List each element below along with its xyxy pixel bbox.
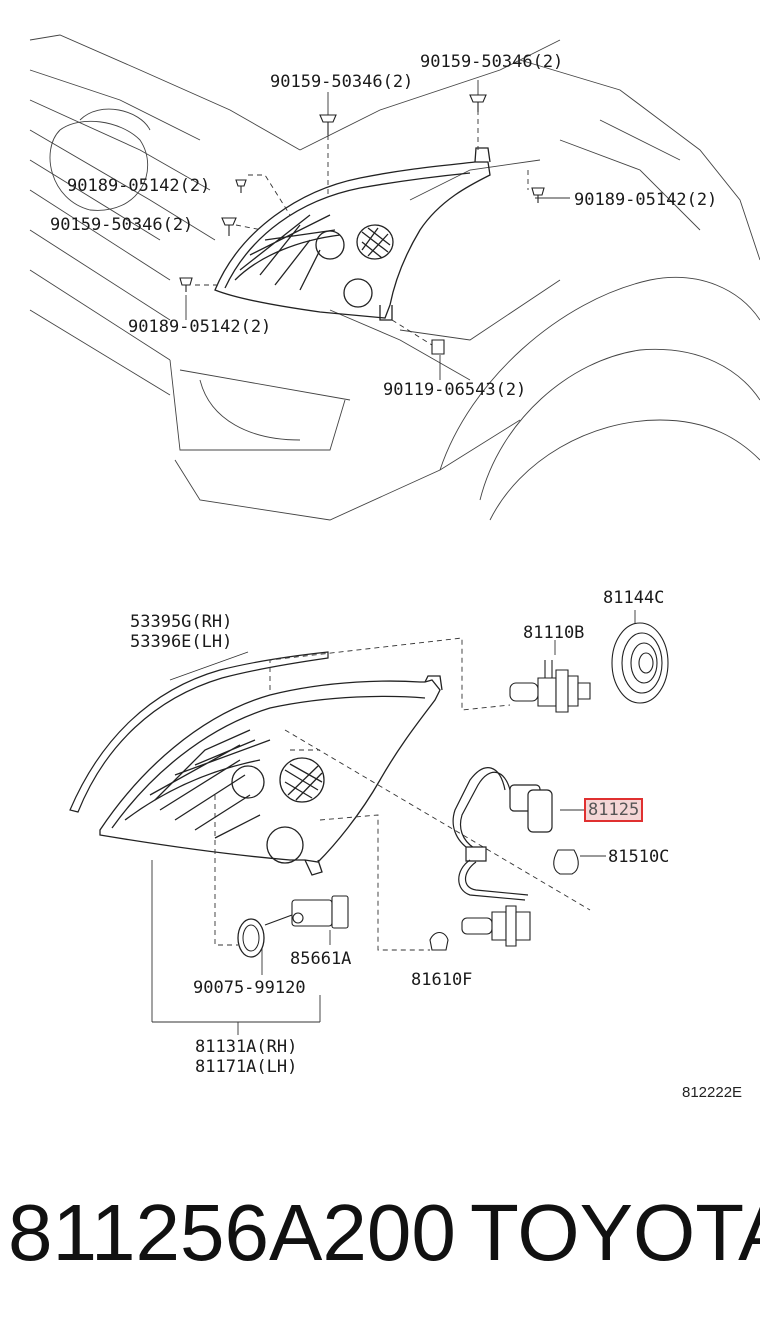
bulb-81510c [554, 850, 579, 874]
label-90119[interactable]: 90119-06543(2) [383, 380, 527, 400]
label-90189-bottom[interactable]: 90189-05142(2) [128, 317, 272, 337]
label-90159-left[interactable]: 90159-50346(2) [50, 215, 194, 235]
fasteners-upper [180, 95, 544, 354]
label-90159-top-right[interactable]: 90159-50346(2) [420, 52, 564, 72]
label-81125-highlighted[interactable]: 81125 [583, 798, 644, 822]
label-90075[interactable]: 90075-99120 [193, 978, 306, 998]
label-81110b[interactable]: 81110B [523, 623, 585, 643]
socket-81125 [453, 768, 552, 900]
o-ring-90075 [238, 919, 264, 957]
label-81610f[interactable]: 81610F [411, 970, 473, 990]
trim-strip [70, 652, 328, 812]
label-81131a[interactable]: 81131A(RH) [195, 1037, 298, 1057]
bulb-81610f [430, 906, 530, 950]
actuator-85661a [265, 896, 348, 928]
label-81171a[interactable]: 81171A(LH) [195, 1057, 298, 1077]
brand-name: TOYOTA [470, 1188, 760, 1277]
label-90189-left[interactable]: 90189-05142(2) [67, 176, 211, 196]
label-81510c[interactable]: 81510C [608, 847, 670, 867]
car-body-outline [30, 35, 760, 520]
part-number: 811256A200 [8, 1188, 456, 1277]
label-90159-top[interactable]: 90159-50346(2) [270, 72, 414, 92]
label-81144c[interactable]: 81144C [603, 588, 665, 608]
leader-lines-upper [186, 80, 570, 380]
parts-diagram [0, 0, 760, 1100]
headlamp-lower [100, 676, 442, 875]
leader-lines-lower [152, 610, 635, 1035]
bulb-81110b [510, 660, 590, 712]
headlamp-upper [215, 148, 490, 320]
label-53396e[interactable]: 53396E(LH) [130, 632, 233, 652]
cap-81144c [612, 623, 668, 703]
label-53395g[interactable]: 53395G(RH) [130, 612, 233, 632]
label-85661a[interactable]: 85661A [290, 949, 352, 969]
diagram-reference-code: 812222E [682, 1084, 743, 1101]
label-90189-right[interactable]: 90189-05142(2) [574, 190, 718, 210]
